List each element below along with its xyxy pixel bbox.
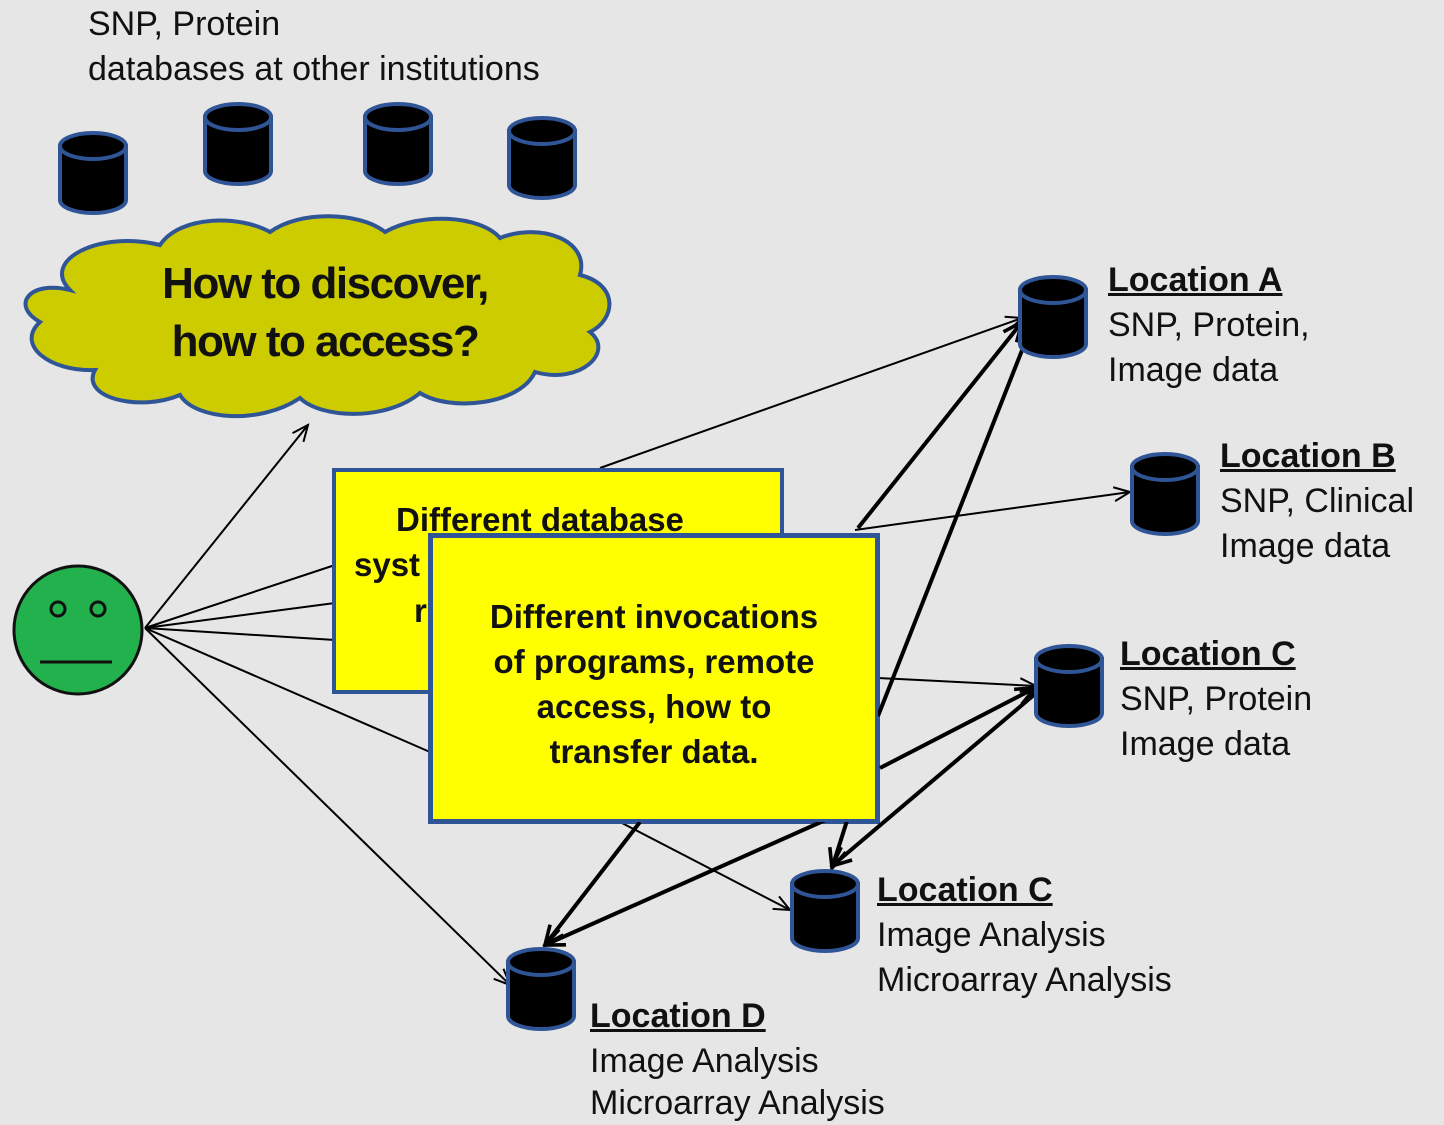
location-c-line-2: Image data bbox=[1120, 725, 1291, 763]
database-icon bbox=[507, 116, 577, 200]
location-c-line-1: SNP, Protein bbox=[1120, 680, 1313, 718]
database-icon-location-a bbox=[1018, 275, 1088, 359]
thick-arrows bbox=[545, 322, 1035, 945]
front-box: Different invocations of programs, remot… bbox=[430, 535, 878, 822]
location-b-line-1: SNP, Clinical bbox=[1220, 482, 1415, 520]
back-box-line-3: r bbox=[414, 592, 427, 629]
location-a-line-2: Image data bbox=[1108, 351, 1279, 389]
header-line-2: databases at other institutions bbox=[88, 50, 540, 88]
location-d-line-1: Image Analysis bbox=[590, 1042, 819, 1080]
location-a-line-1: SNP, Protein, bbox=[1108, 306, 1310, 344]
front-box-line-1: Different invocations bbox=[489, 598, 819, 635]
database-icon bbox=[58, 131, 128, 215]
database-icon bbox=[363, 102, 433, 186]
location-d-title: Location D bbox=[590, 997, 766, 1035]
location-b-line-2: Image data bbox=[1220, 527, 1391, 565]
header-line-1: SNP, Protein bbox=[88, 5, 281, 43]
cloud-shape bbox=[23, 214, 612, 418]
neutral-face-icon bbox=[12, 564, 144, 696]
location-b-title: Location B bbox=[1220, 437, 1396, 475]
location-c2-title: Location C bbox=[877, 871, 1053, 909]
database-icon-location-b bbox=[1130, 452, 1200, 536]
back-box-line-2: syst bbox=[354, 546, 421, 583]
location-a-title: Location A bbox=[1108, 261, 1283, 299]
front-box-line-2: of programs, remote bbox=[493, 643, 815, 680]
database-icon-location-c2 bbox=[790, 869, 860, 953]
database-icon-location-c bbox=[1034, 644, 1104, 728]
database-icon bbox=[203, 102, 273, 186]
cloud-question: How to discover, how to access? bbox=[120, 255, 530, 371]
back-box-line-1: Different database bbox=[396, 501, 684, 538]
location-c2-line-1: Image Analysis bbox=[877, 916, 1106, 954]
database-icon-location-d bbox=[506, 947, 576, 1031]
location-c2-line-2: Microarray Analysis bbox=[877, 961, 1172, 999]
front-box-line-4: transfer data. bbox=[549, 733, 759, 770]
thin-arrows bbox=[144, 318, 1130, 985]
front-box-line-3: access, how to bbox=[536, 688, 772, 725]
cloud-line-2: how to access? bbox=[171, 317, 480, 366]
location-c-title: Location C bbox=[1120, 635, 1296, 673]
back-box-text: Different database syst r bbox=[334, 470, 782, 692]
location-d-line-2: Microarray Analysis bbox=[590, 1084, 885, 1122]
cloud-line-1: How to discover, bbox=[162, 259, 489, 308]
